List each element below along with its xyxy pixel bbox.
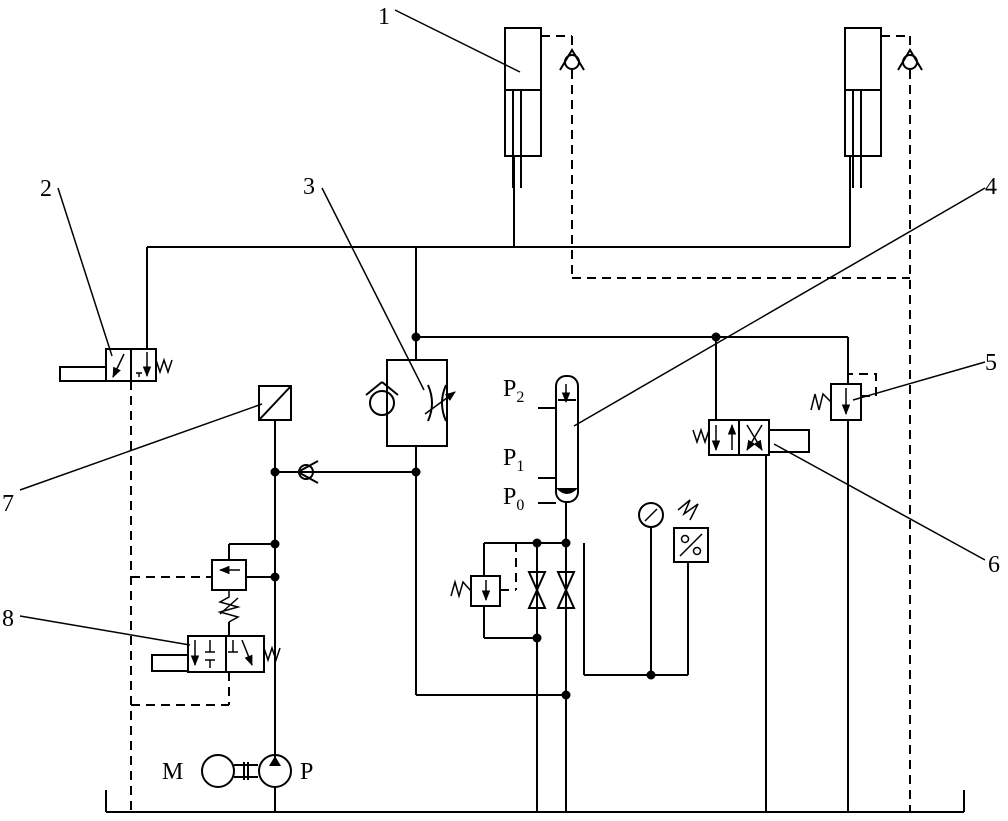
callout-8: 8 bbox=[2, 606, 14, 632]
leader-lines bbox=[19, 9, 986, 646]
p2-letter: P bbox=[503, 376, 516, 402]
main-pressure-lines bbox=[146, 246, 850, 812]
relief-valve-5 bbox=[810, 373, 877, 421]
reservoir-tank bbox=[105, 790, 965, 813]
one-way-throttle-valve-3 bbox=[365, 359, 456, 695]
check-valve-feed bbox=[275, 460, 416, 484]
pressure-label-p2: P2 bbox=[503, 376, 524, 406]
pressure-label-p1: P1 bbox=[503, 445, 524, 475]
p1-subscript: 1 bbox=[516, 458, 524, 475]
pilot-check-valve-right bbox=[897, 36, 923, 812]
solenoid-valve-6 bbox=[692, 419, 810, 812]
p2-subscript: 2 bbox=[516, 389, 524, 406]
callout-7: 7 bbox=[2, 491, 14, 517]
electric-motor bbox=[201, 754, 258, 788]
shutoff-valve-right bbox=[556, 571, 576, 609]
solenoid-valve-8 bbox=[131, 622, 281, 706]
callout-3: 3 bbox=[303, 174, 315, 200]
p0-letter: P bbox=[503, 484, 516, 510]
pilot-check-valve-left bbox=[559, 36, 585, 278]
hydraulic-pump bbox=[258, 754, 292, 812]
pressure-label-p0: P0 bbox=[503, 484, 524, 514]
shutoff-valve-left bbox=[527, 571, 547, 609]
filter-7 bbox=[258, 385, 292, 758]
p0-subscript: 0 bbox=[516, 497, 524, 514]
motor-label: M bbox=[162, 759, 183, 785]
pump-label: P bbox=[300, 759, 313, 785]
callout-6: 6 bbox=[988, 552, 1000, 578]
pressure-indicator-4 bbox=[538, 375, 579, 812]
callout-5: 5 bbox=[985, 350, 997, 376]
hydraulic-cylinder-left bbox=[504, 27, 572, 247]
pressure-gauge bbox=[638, 502, 664, 680]
solenoid-valve-2 bbox=[59, 348, 173, 812]
p1-letter: P bbox=[503, 445, 516, 471]
hydraulic-cylinder-right bbox=[844, 27, 910, 247]
sequence-relief-valve bbox=[450, 575, 501, 607]
callout-1: 1 bbox=[378, 4, 390, 30]
relief-valve bbox=[131, 543, 275, 623]
callout-2: 2 bbox=[40, 176, 52, 202]
callout-4: 4 bbox=[985, 174, 997, 200]
pressure-switch bbox=[673, 499, 709, 675]
